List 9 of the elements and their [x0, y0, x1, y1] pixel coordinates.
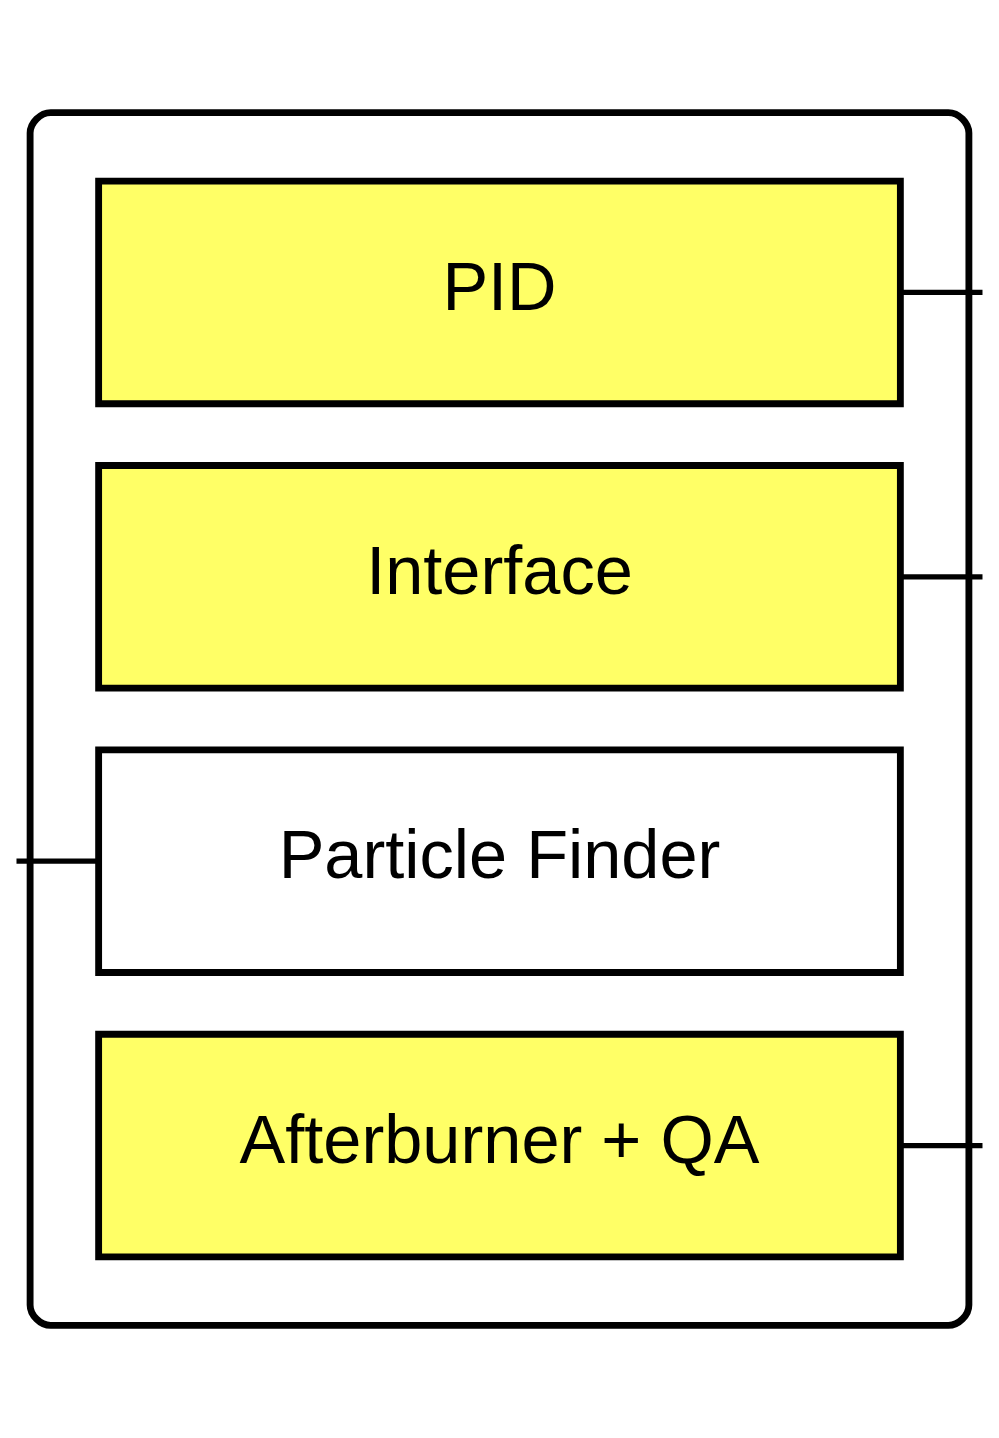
node-box: PID: [95, 177, 904, 408]
connector: [16, 858, 99, 864]
connector: [900, 289, 983, 295]
node-box: Interface: [95, 462, 904, 692]
cluster: [26, 109, 973, 1329]
node-box: Particle Finder: [95, 746, 904, 976]
connector: [900, 574, 983, 580]
connector: [900, 1143, 983, 1149]
node-box: Afterburner + QA: [95, 1030, 904, 1261]
